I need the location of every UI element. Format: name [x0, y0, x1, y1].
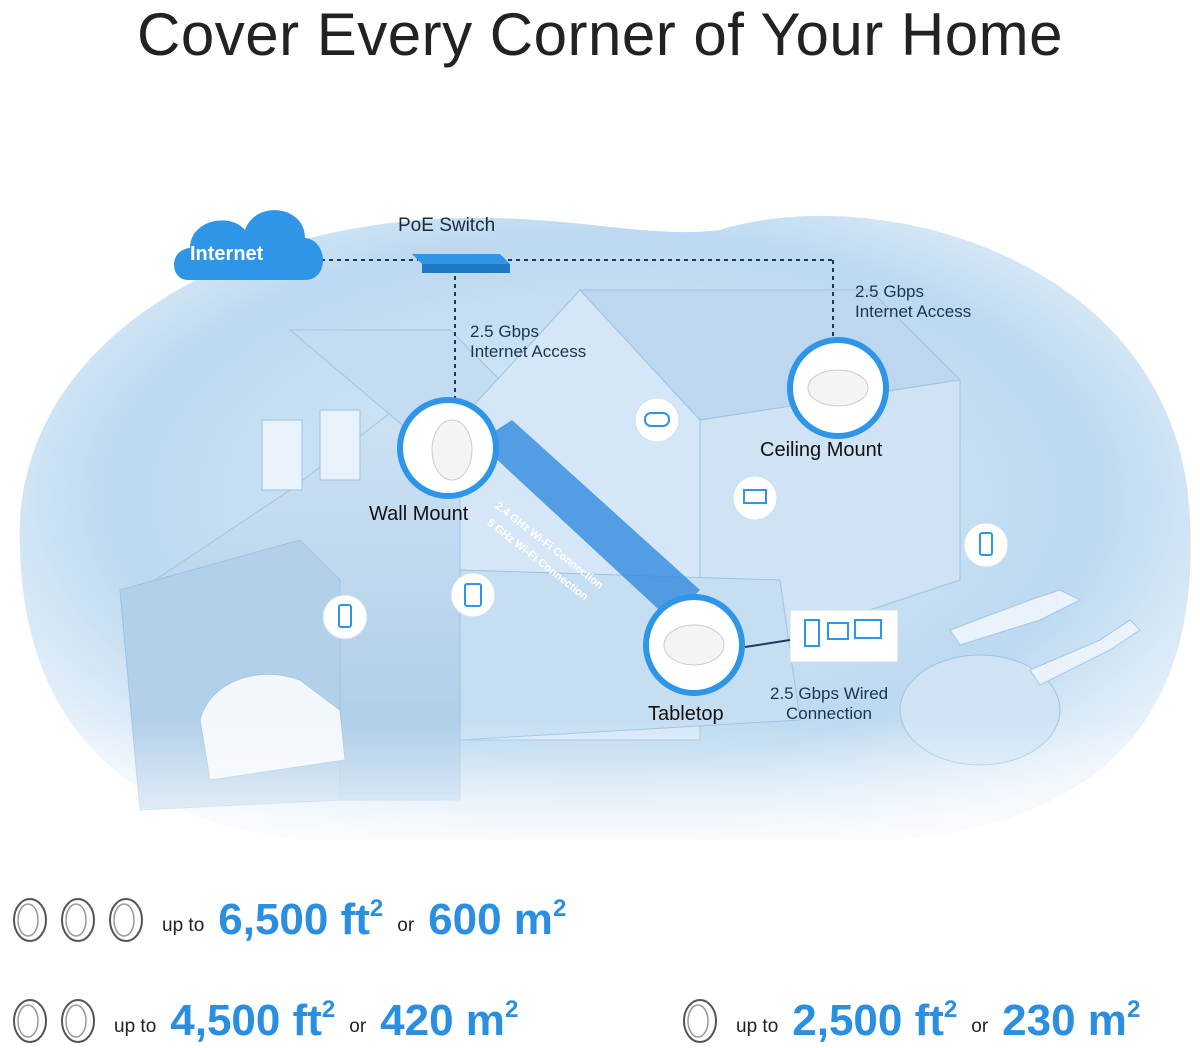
tablet-icon — [450, 572, 496, 618]
access-point-icon — [397, 397, 499, 499]
area-ft: 2,500 ft2 — [792, 996, 958, 1045]
wall-mount-label: Wall Mount — [369, 503, 469, 525]
internet-label: Internet — [190, 243, 264, 265]
units-icon-group — [8, 998, 100, 1044]
devices-icon — [744, 609, 899, 663]
ceiling-access-label-2: Internet Access — [855, 302, 972, 321]
area-ft: 6,500 ft2 — [218, 895, 384, 944]
switch-icon — [412, 254, 510, 273]
tabletop-label: Tabletop — [648, 703, 724, 725]
network-diagram — [0, 210, 1200, 870]
area-m: 420 m2 — [380, 996, 519, 1045]
access-point-icon — [13, 898, 143, 942]
access-point-icon — [787, 337, 889, 439]
or-label: or — [349, 1016, 367, 1037]
up-to-label: up to — [162, 915, 205, 936]
coverage-row-2: up to 4,500 ft2 or 420 m2 — [8, 996, 518, 1046]
access-point-icon — [683, 999, 717, 1043]
up-to-label: up to — [114, 1016, 157, 1037]
wall-access-label-2: Internet Access — [470, 342, 587, 361]
cloud-icon — [174, 210, 324, 280]
gamepad-icon — [634, 397, 680, 443]
wired-label-2: Connection — [786, 704, 873, 723]
units-icon-group — [8, 897, 148, 943]
monitor-icon — [732, 475, 778, 521]
access-point-icon — [13, 999, 95, 1043]
poe-switch-label: PoE Switch — [398, 215, 496, 236]
up-to-label: up to — [736, 1016, 779, 1037]
area-ft: 4,500 ft2 — [170, 996, 336, 1045]
or-label: or — [397, 915, 415, 936]
area-m: 600 m2 — [428, 895, 567, 944]
coverage-row-1: up to 2,500 ft2 or 230 m2 — [678, 996, 1140, 1046]
lounge-chair-icon — [949, 589, 1141, 686]
wired-label-1: 2.5 Gbps Wired — [770, 684, 889, 703]
units-icon-group — [678, 998, 722, 1044]
ceiling-access-label-1: 2.5 Gbps — [855, 282, 924, 301]
ceiling-mount-label: Ceiling Mount — [760, 439, 883, 461]
page-title: Cover Every Corner of Your Home — [137, 1, 1063, 68]
access-point-icon — [643, 594, 745, 696]
or-label: or — [971, 1016, 989, 1037]
coverage-row-3: up to 6,500 ft2 or 600 m2 — [8, 895, 566, 945]
wall-access-label-1: 2.5 Gbps — [470, 322, 539, 341]
phone-icon — [963, 522, 1009, 568]
area-m: 230 m2 — [1002, 996, 1141, 1045]
phone-icon — [322, 594, 368, 640]
